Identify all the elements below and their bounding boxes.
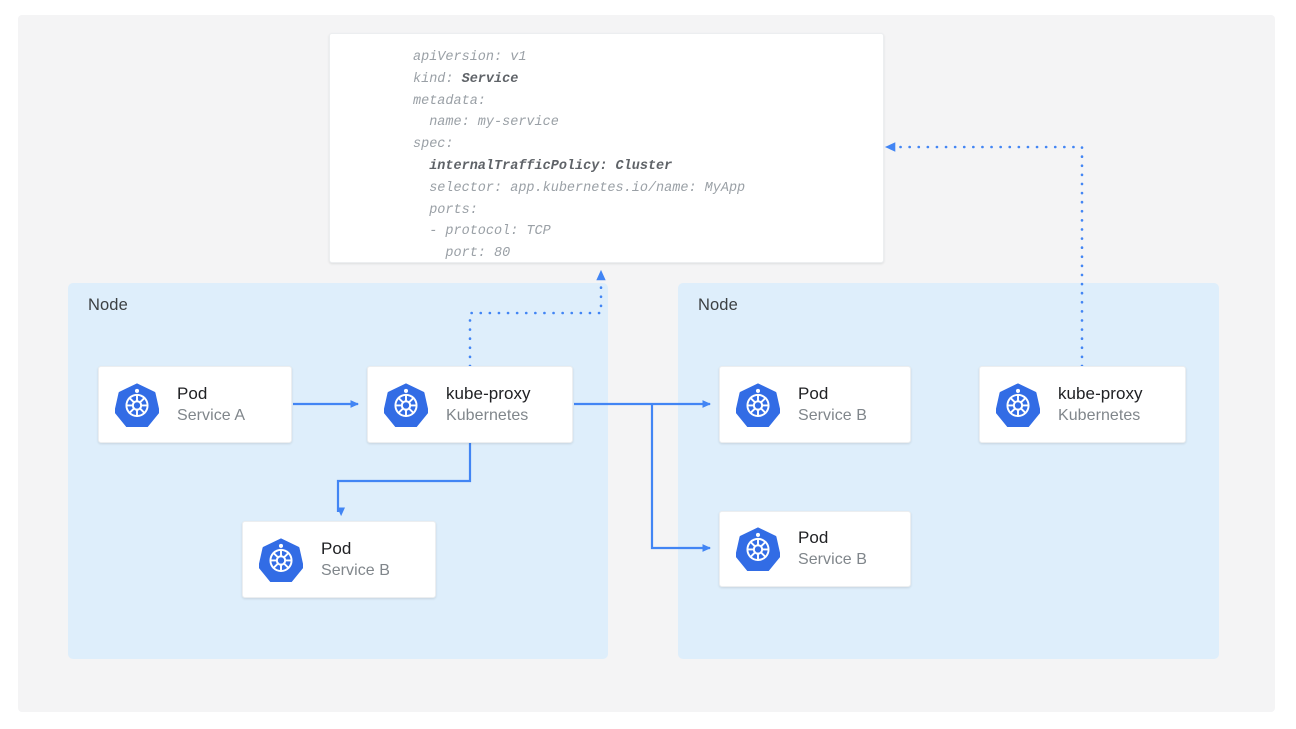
card-subtitle: Kubernetes [1058, 406, 1141, 424]
kubernetes-icon [736, 527, 780, 571]
card-subtitle: Service B [798, 406, 867, 424]
card-title: Pod [798, 528, 829, 548]
card-title: kube-proxy [1058, 383, 1143, 403]
card-pod-service-a[interactable]: Pod Service A [98, 366, 292, 443]
card-text: Pod Service B [798, 383, 867, 426]
service-manifest-card: apiVersion: v1 kind: Service metadata: n… [329, 33, 884, 263]
card-text: Pod Service B [798, 527, 867, 570]
kubernetes-icon [736, 382, 780, 427]
card-kube-proxy-left[interactable]: kube-proxy Kubernetes [367, 366, 573, 443]
card-text: kube-proxy Kubernetes [1058, 383, 1143, 426]
kubernetes-icon [259, 537, 303, 582]
node-container-right: Node [678, 283, 1219, 659]
yaml-line-apiversion: apiVersion: v1 [413, 50, 527, 65]
yaml-line-ports: ports: [413, 202, 478, 218]
yaml-line-protocol: - protocol: TCP [413, 224, 551, 240]
yaml-line-spec: spec: [413, 137, 454, 153]
card-title: Pod [177, 383, 208, 403]
kubernetes-icon [384, 382, 428, 427]
card-title: Pod [321, 538, 352, 558]
card-text: Pod Service B [321, 538, 390, 581]
service-manifest-code: apiVersion: v1 kind: Service metadata: n… [413, 47, 746, 262]
kubernetes-icon [115, 382, 159, 427]
node-label-right: Node [698, 296, 738, 314]
card-kube-proxy-right[interactable]: kube-proxy Kubernetes [979, 366, 1186, 443]
card-title: Pod [798, 383, 829, 403]
yaml-line-internaltrafficpolicy: internalTrafficPolicy: Cluster [413, 158, 673, 174]
card-text: Pod Service A [177, 383, 245, 426]
card-pod-service-b-local[interactable]: Pod Service B [242, 521, 436, 598]
yaml-line-name: name: my-service [413, 115, 559, 131]
card-title: kube-proxy [446, 383, 531, 403]
yaml-line-selector: selector: app.kubernetes.io/name: MyApp [413, 180, 746, 196]
card-subtitle: Service B [321, 561, 390, 579]
card-subtitle: Service B [798, 551, 867, 569]
yaml-line-kind: kind: Service [413, 71, 519, 87]
card-subtitle: Kubernetes [446, 406, 529, 424]
card-pod-service-b-remote-2[interactable]: Pod Service B [719, 511, 911, 587]
node-label-left: Node [88, 296, 128, 314]
card-pod-service-b-remote-1[interactable]: Pod Service B [719, 366, 911, 443]
card-subtitle: Service A [177, 406, 246, 424]
yaml-line-metadata: metadata: [413, 93, 486, 109]
card-text: kube-proxy Kubernetes [446, 383, 531, 426]
yaml-line-port: port: 80 [413, 246, 511, 262]
kubernetes-icon [996, 382, 1040, 427]
node-container-left: Node [68, 283, 608, 659]
